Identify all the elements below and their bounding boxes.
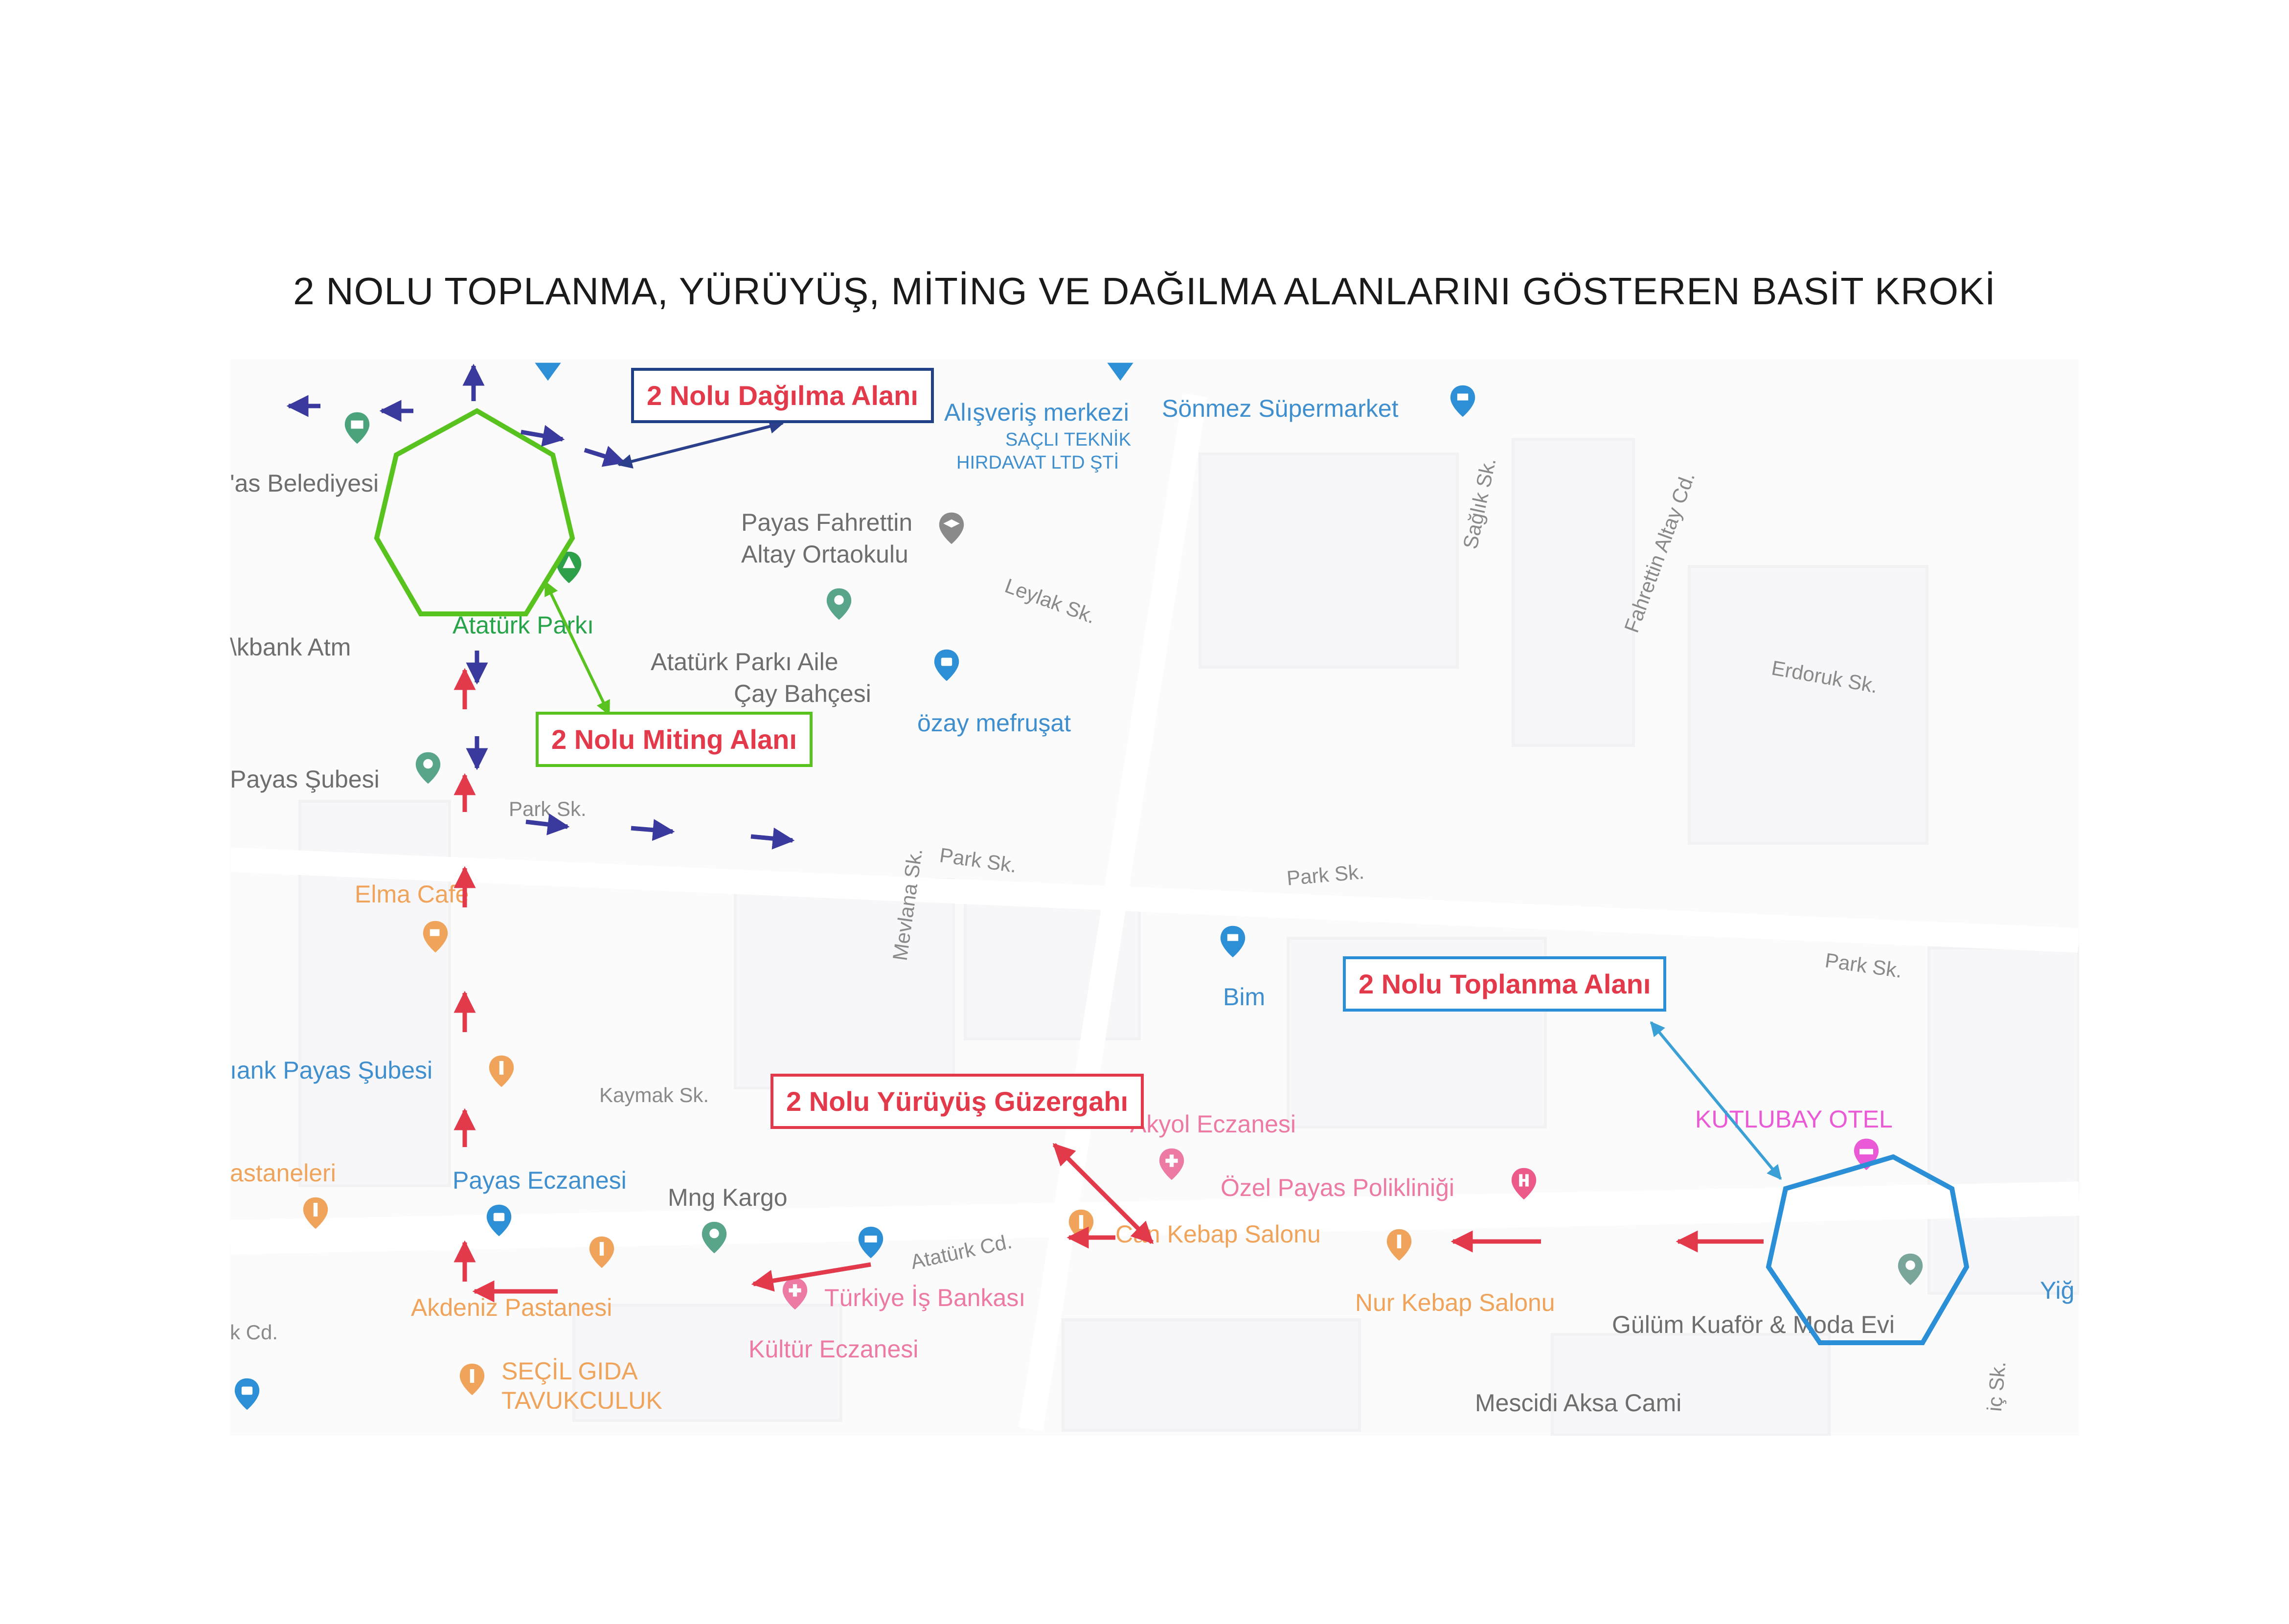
tree-pin-icon[interactable] (552, 550, 586, 585)
restaurant-pin-icon[interactable] (298, 1196, 333, 1230)
place-label: Payas Eczanesi (453, 1167, 627, 1194)
street-label: Park Sk. (938, 843, 1019, 877)
cafe-pin-icon[interactable] (418, 920, 453, 954)
street-label: Park Sk. (1286, 860, 1365, 890)
page-title: 2 NOLU TOPLANMA, YÜRÜYÜŞ, MİTİNG VE DAĞI… (293, 270, 1996, 313)
map-block (1062, 1318, 1361, 1432)
map-block (1927, 947, 2079, 1295)
place-label: Akyol Eczanesi (1130, 1110, 1296, 1138)
street-label: Park Sk. (509, 797, 587, 820)
place-label: Bim (1223, 983, 1266, 1011)
map-block (572, 1304, 842, 1422)
place-label: ıank Payas Şubesi (230, 1057, 433, 1084)
place-label: Atatürk Parkı (453, 611, 594, 639)
march-route-label[interactable]: 2 Nolu Yürüyüş Güzergahı (771, 1074, 1144, 1129)
restaurant-pin-icon[interactable] (1064, 1208, 1098, 1242)
place-label: Kültür Eczanesi (748, 1335, 919, 1363)
restaurant-pin-icon[interactable] (484, 1054, 519, 1088)
shopping-pin-icon[interactable] (482, 1203, 516, 1238)
government-pin-icon[interactable] (340, 411, 374, 445)
map-block (1551, 1333, 1831, 1436)
cart-pin-icon[interactable] (1216, 925, 1250, 959)
place-label: Yiğ (2040, 1277, 2075, 1304)
place-label: Payas Fahrettin (741, 509, 913, 536)
restaurant-pin-icon[interactable] (1382, 1228, 1416, 1262)
place-label: Türkiye İş Bankası (824, 1284, 1026, 1311)
marker-chevron-icon (1107, 362, 1133, 381)
place-label: Can Kebap Salonu (1115, 1220, 1321, 1248)
place-label: Gülüm Kuaför & Moda Evi (1612, 1311, 1895, 1338)
place-label: SAÇLI TEKNİK (1005, 429, 1131, 450)
atm-pin-icon[interactable] (854, 1225, 888, 1260)
place-label: SEÇİL GIDA (501, 1357, 638, 1385)
map-block (1688, 565, 1928, 845)
place-label: astaneleri (230, 1159, 336, 1187)
place-label: özay mefruşat (917, 709, 1071, 737)
marker-chevron-icon (535, 362, 561, 381)
place-label: Atatürk Parkı Aile (651, 648, 839, 676)
place-label: Elma Cafe (355, 880, 469, 908)
road (230, 847, 2079, 953)
map-block (1199, 452, 1459, 669)
map-block (1512, 438, 1635, 747)
place-label: KUTLUBAY OTEL (1695, 1105, 1893, 1133)
shopping-pin-icon[interactable] (929, 648, 964, 682)
restaurant-pin-icon[interactable] (585, 1235, 619, 1269)
location-pin-icon[interactable] (822, 587, 856, 621)
place-label: HIRDAVAT LTD ŞTİ (956, 452, 1119, 473)
assembly-area-label[interactable]: 2 Nolu Toplanma Alanı (1343, 956, 1667, 1012)
place-label: Çay Bahçesi (734, 680, 871, 707)
map-block (734, 878, 955, 1089)
cart-pin-icon[interactable] (1446, 384, 1480, 418)
place-label: Mescidi Aksa Cami (1475, 1389, 1682, 1417)
street-label: Park Sk. (1823, 948, 1904, 982)
dispersal-area-label[interactable]: 2 Nolu Dağılma Alanı (631, 368, 934, 423)
location-pin-icon[interactable] (411, 751, 445, 785)
place-label: 'as Belediyesi (230, 470, 379, 497)
map-area[interactable]: Sağlık Sk. Fahrettin Altay Cd. Leylak Sk… (230, 360, 2079, 1436)
location-pin-icon[interactable] (1893, 1252, 1927, 1286)
shopping-pin-icon[interactable] (230, 1377, 264, 1411)
location-pin-icon[interactable] (697, 1220, 731, 1255)
pharmacy-pin-icon[interactable] (1155, 1147, 1189, 1181)
school-pin-icon[interactable] (934, 511, 969, 545)
place-label: Özel Payas Polikliniği (1221, 1174, 1454, 1201)
place-label: Alışveriş merkezi (944, 399, 1129, 426)
place-label: Mng Kargo (668, 1184, 788, 1211)
street-label: Kaymak Sk. (599, 1083, 709, 1106)
street-label: Sağlık Sk. (1458, 455, 1500, 551)
place-label: Akdeniz Pastanesi (411, 1294, 612, 1321)
place-label: Altay Ortaokulu (741, 541, 908, 568)
bank-pin-icon[interactable] (778, 1277, 812, 1311)
rally-area-label[interactable]: 2 Nolu Miting Alanı (536, 712, 813, 767)
hotel-pin-icon[interactable] (1849, 1137, 1883, 1172)
street-label: Leylak Sk. (1002, 574, 1099, 628)
place-label: TAVUKÇULUK (501, 1387, 662, 1409)
place-label: \kbank Atm (230, 633, 351, 661)
street-label: iç Sk. (1982, 1360, 2010, 1413)
place-label: Nur Kebap Salonu (1355, 1289, 1555, 1316)
street-label: k Cd. (230, 1321, 278, 1344)
place-label: Payas Şubesi (230, 766, 380, 793)
hospital-pin-icon[interactable] (1507, 1167, 1541, 1201)
restaurant-pin-icon[interactable] (455, 1362, 489, 1397)
place-label: Sönmez Süpermarket (1162, 395, 1399, 422)
